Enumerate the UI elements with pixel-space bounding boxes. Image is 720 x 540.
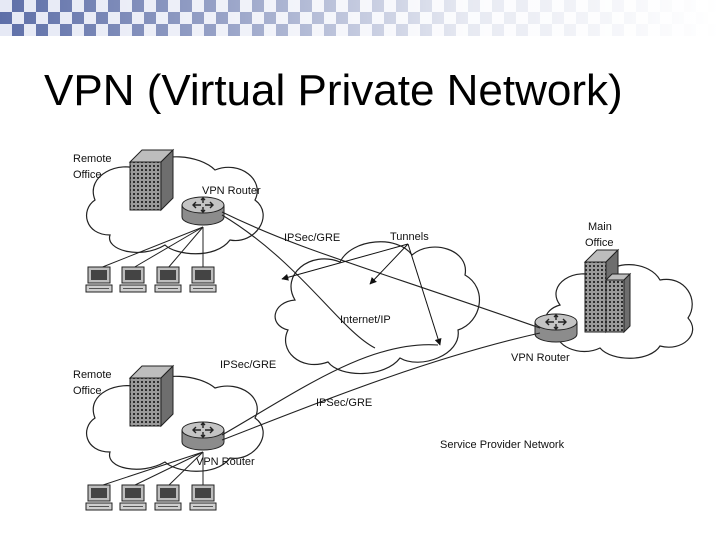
remote-office-top-pc-icon	[154, 266, 182, 293]
remote-office-top-pc-icon	[85, 266, 113, 293]
remote-office-bottom-label-line1: Remote	[73, 369, 112, 381]
main-office-label-line2: Office	[585, 237, 614, 249]
tunnel-arrows	[281, 243, 442, 346]
remote-office-top-cloud	[86, 156, 264, 255]
remote-office-bottom-pc-icon	[119, 484, 147, 511]
remote-office-bottom-router-label: VPN Router	[196, 456, 255, 468]
remote-office-bottom-pc-icon	[189, 484, 217, 511]
slide-title: VPN (Virtual Private Network)	[44, 66, 623, 115]
remote-office-top-label-line2: Office	[73, 169, 102, 181]
tunnels-label: Tunnels	[390, 231, 429, 243]
link-label: IPSec/GRE	[284, 232, 340, 244]
remote-office-bottom-label-line2: Office	[73, 385, 102, 397]
remote-office-top-router-icon	[181, 196, 225, 226]
main-office-router-icon	[534, 313, 578, 343]
remote-office-top-pc-icon	[119, 266, 147, 293]
service-provider-label: Service Provider Network	[440, 439, 565, 451]
remote-office-bottom-pc-icon	[85, 484, 113, 511]
internet-cloud	[274, 241, 480, 375]
remote-office-bottom-router-icon	[181, 421, 225, 451]
remote-office-top-label-line1: Remote	[73, 153, 112, 165]
header-checker-decoration	[0, 0, 720, 36]
remote-office-top-pc-icon	[189, 266, 217, 293]
main-office-label-line1: Main	[588, 221, 612, 233]
remote-office-bottom-server-icon	[128, 364, 175, 428]
main-office-router-label: VPN Router	[511, 352, 570, 364]
remote-office-top-router-label: VPN Router	[202, 185, 261, 197]
link-label: IPSec/GRE	[316, 397, 372, 409]
remote-office-top-pc-links	[99, 226, 204, 269]
link-lines	[221, 211, 541, 441]
main-office-building-icon	[583, 248, 632, 334]
link-label: IPSec/GRE	[220, 359, 276, 371]
remote-office-top-server-icon	[128, 148, 175, 212]
internet-label: Internet/IP	[340, 314, 391, 326]
remote-office-bottom-pc-links	[99, 451, 204, 487]
remote-office-bottom-pc-icon	[154, 484, 182, 511]
